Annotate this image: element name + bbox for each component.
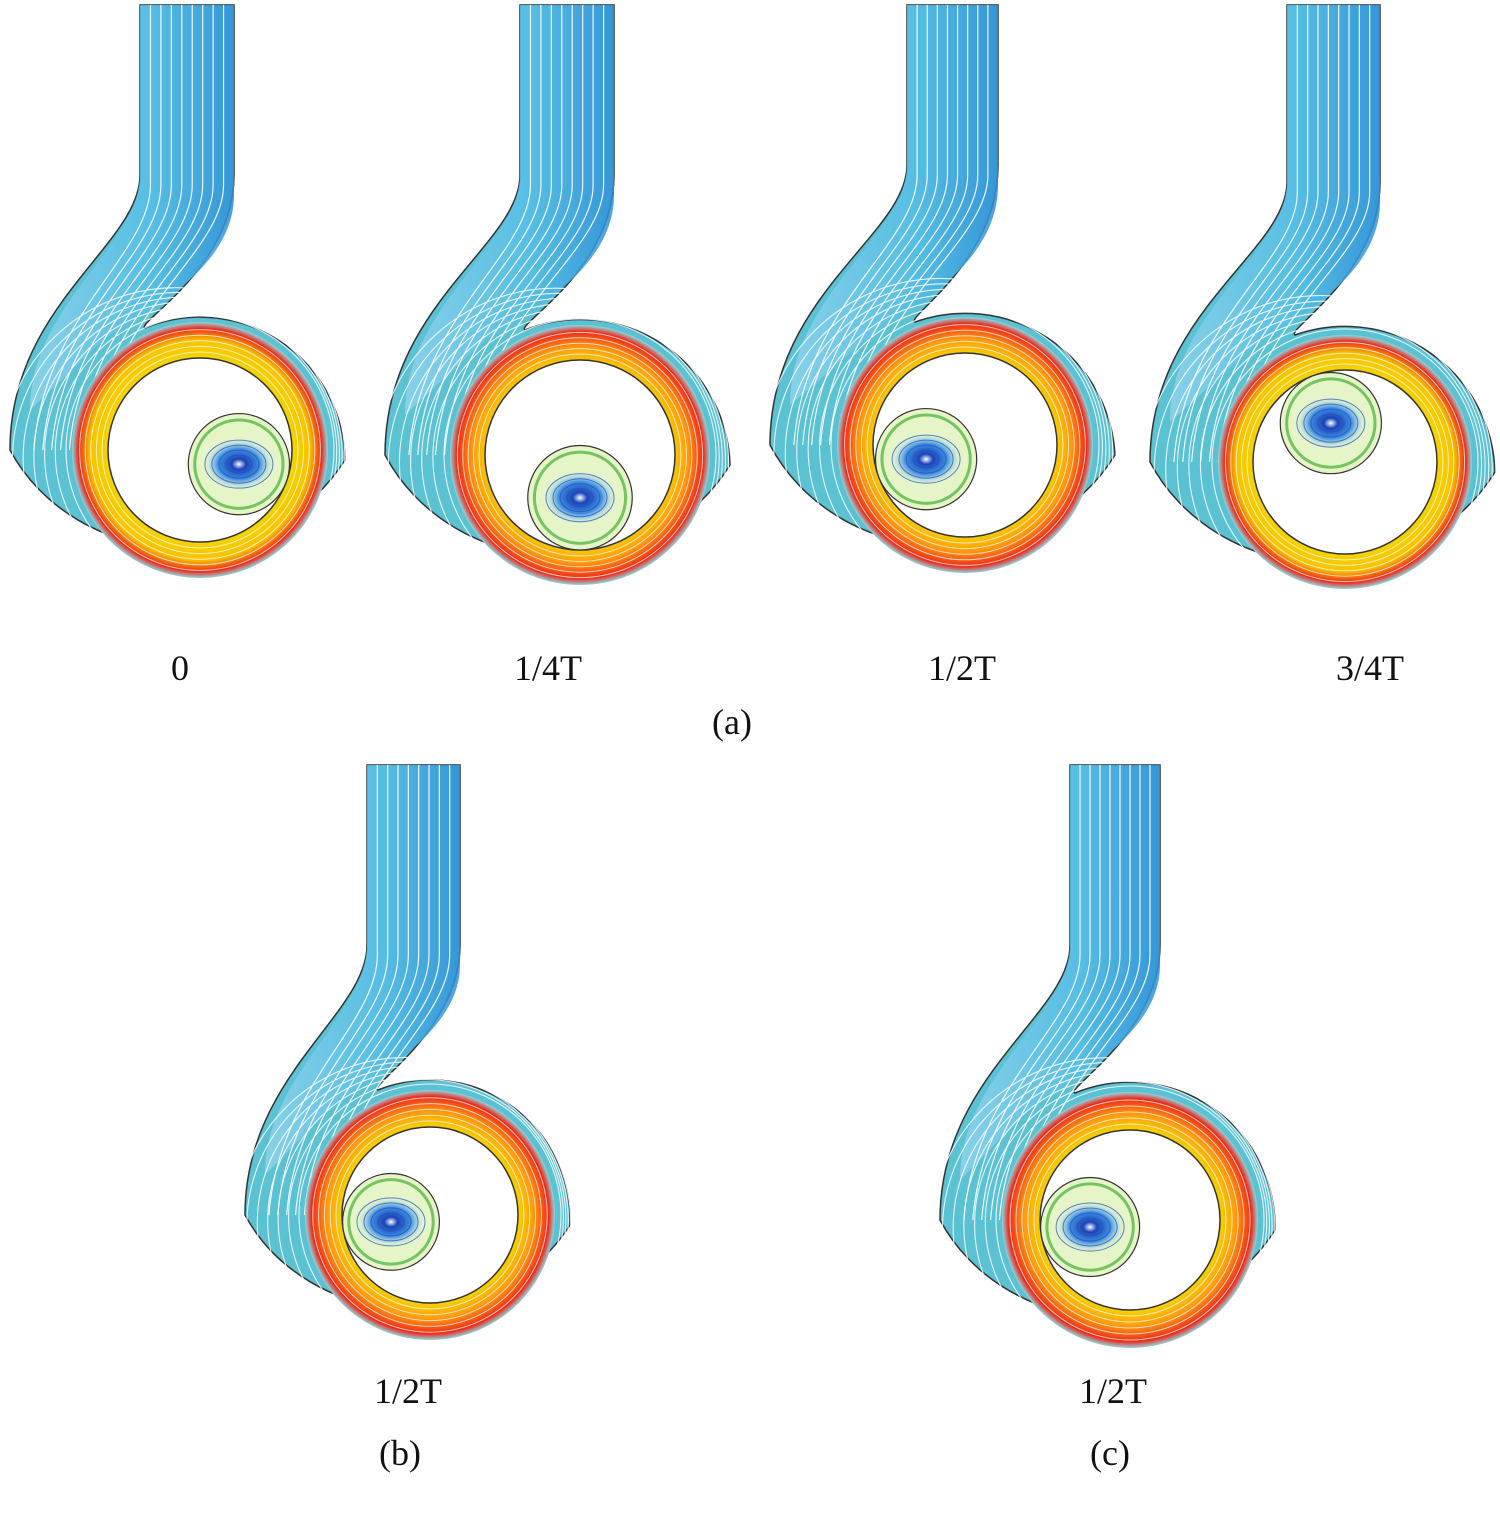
streamline-panel-a-t0 bbox=[1, 4, 351, 637]
vortex-core bbox=[1055, 1201, 1125, 1253]
vortex-core bbox=[1295, 397, 1366, 449]
inlet-streamlines bbox=[793, 5, 989, 446]
vortex-core bbox=[543, 471, 617, 525]
passage-streamline bbox=[193, 418, 285, 510]
inlet-pipe-flow bbox=[790, 5, 998, 405]
streamline-panel-c bbox=[931, 764, 1281, 1407]
ring-streamlines bbox=[79, 329, 321, 571]
vortex-streamlines bbox=[891, 434, 961, 484]
time-label-a-1: 1/4T bbox=[514, 648, 582, 688]
time-label-b: 1/2T bbox=[374, 1371, 442, 1411]
inlet-pipe-flow bbox=[30, 5, 234, 410]
casing-streamlines bbox=[235, 1056, 577, 1398]
casing-streamlines bbox=[931, 1057, 1281, 1407]
vortex-streamlines bbox=[1296, 398, 1366, 448]
vortex-streamlines bbox=[545, 473, 615, 523]
caption-c: (c) bbox=[1090, 1433, 1130, 1473]
casing-streamlines bbox=[761, 277, 1121, 637]
time-label-a-3: 3/4T bbox=[1336, 648, 1404, 688]
ring-streamlines bbox=[1224, 341, 1466, 583]
passage-streamline bbox=[880, 413, 972, 505]
vortex-core bbox=[891, 433, 962, 485]
ring-streamlines bbox=[844, 324, 1086, 566]
time-label-a-2: 1/2T bbox=[928, 648, 996, 688]
casing-streamlines bbox=[376, 287, 736, 647]
ring-streamlines bbox=[312, 1097, 548, 1333]
streamline-panel-a-t34 bbox=[1142, 4, 1500, 653]
passage-streamline bbox=[1045, 1182, 1135, 1272]
streamline-panel-b bbox=[235, 764, 577, 1398]
passage-streamline bbox=[1285, 377, 1377, 469]
vortex-core bbox=[203, 438, 274, 490]
caption-a: (a) bbox=[712, 702, 752, 742]
inlet-streamlines bbox=[1173, 5, 1371, 463]
time-label-a-0: 0 bbox=[171, 648, 189, 688]
vortex-streamlines bbox=[204, 439, 274, 489]
streamline-panel-a-t14 bbox=[376, 4, 736, 647]
vortex-streamlines bbox=[356, 1197, 426, 1247]
casing-streamlines bbox=[1, 287, 351, 637]
vortex-streamlines bbox=[1055, 1202, 1125, 1252]
inlet-pipe-flow bbox=[1170, 5, 1380, 422]
time-label-c: 1/2T bbox=[1079, 1371, 1147, 1411]
caption-b: (b) bbox=[379, 1433, 421, 1473]
casing-streamlines bbox=[1142, 295, 1500, 653]
passage-streamline bbox=[532, 450, 628, 545]
ring-streamlines bbox=[1009, 1099, 1251, 1341]
passage-streamline bbox=[347, 1178, 435, 1266]
inlet-pipe-flow bbox=[265, 765, 460, 1175]
vortex-core bbox=[357, 1197, 425, 1247]
streamline-panel-a-t12 bbox=[761, 4, 1121, 637]
ring-streamlines bbox=[456, 331, 704, 579]
